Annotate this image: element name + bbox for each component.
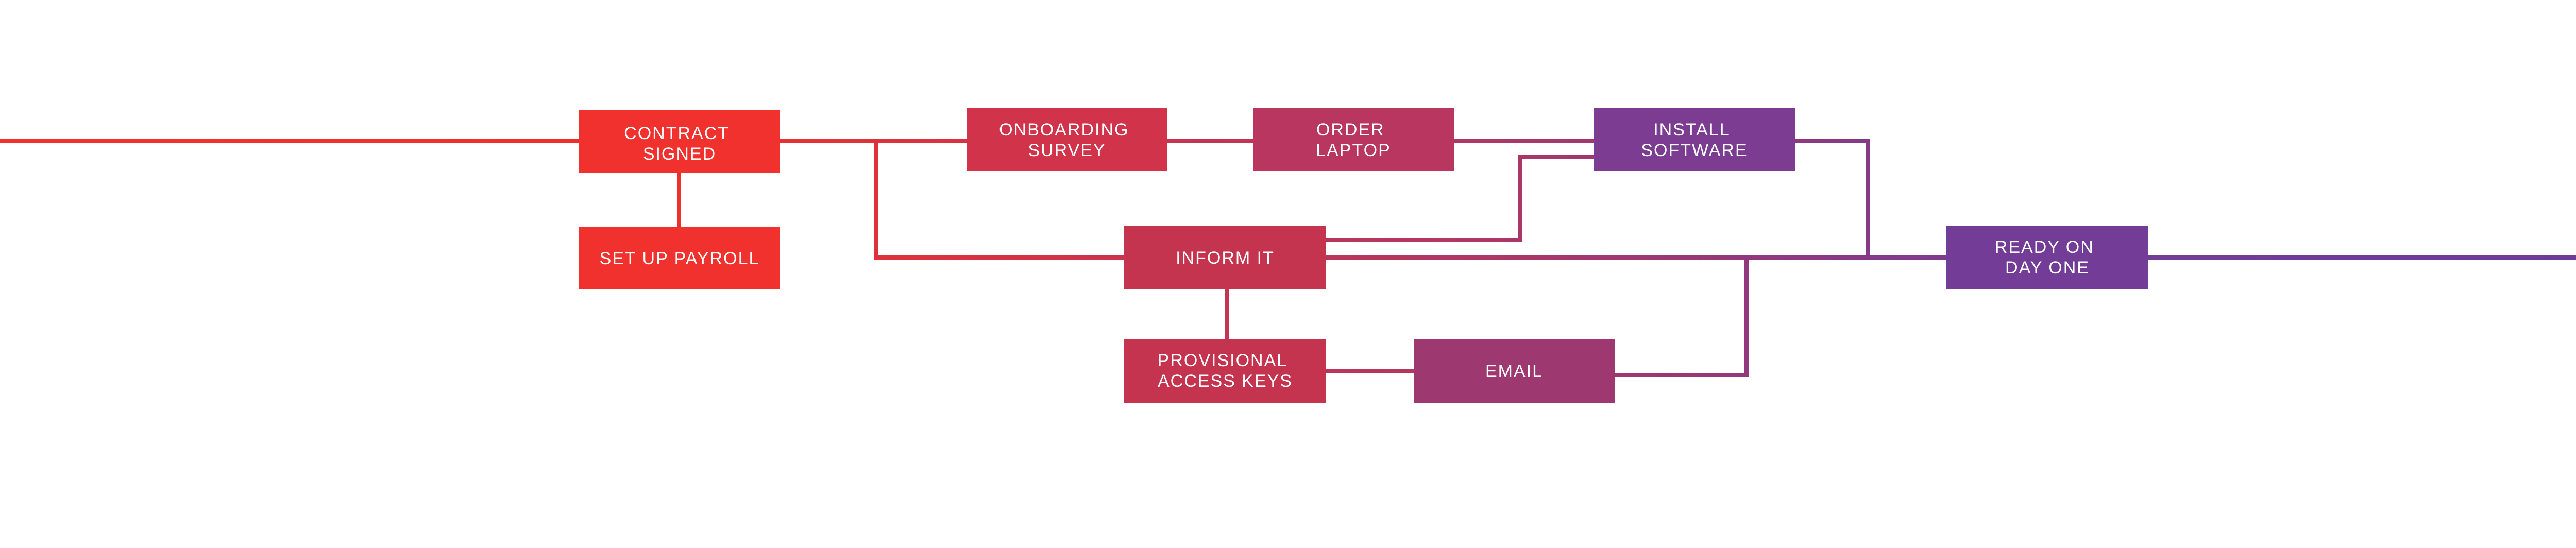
node-box	[1253, 108, 1454, 171]
node-label-line: ORDER	[1316, 120, 1385, 140]
node-label-line: READY ON	[1995, 237, 2094, 257]
node-ready-on-day-one[interactable]: READY ON DAY ONE	[1946, 226, 2148, 289]
node-label-line: INFORM IT	[1176, 248, 1275, 268]
node-label: CONTRACT SIGNED	[624, 124, 735, 164]
node-label-line: EMAIL	[1485, 362, 1543, 381]
node-box	[1594, 108, 1795, 171]
node-contract-signed[interactable]: CONTRACT SIGNED	[579, 110, 780, 173]
node-inform-it[interactable]: INFORM IT	[1124, 226, 1326, 289]
node-label-line: ONBOARDING	[999, 120, 1129, 140]
node-install-software[interactable]: INSTALL SOFTWARE	[1594, 108, 1795, 171]
node-provisional-access-keys[interactable]: PROVISIONAL ACCESS KEYS	[1124, 339, 1326, 403]
node-label: PROVISIONAL ACCESS KEYS	[1158, 351, 1293, 391]
node-label-line: SURVEY	[1028, 141, 1106, 160]
inform-it-to-install-software	[1326, 155, 1594, 242]
node-box	[579, 227, 780, 289]
node-label-line: LAPTOP	[1316, 141, 1391, 160]
node-box	[1414, 339, 1615, 403]
node-label-line: PROVISIONAL	[1158, 351, 1287, 370]
node-box	[1946, 226, 2148, 289]
node-box	[1124, 339, 1326, 403]
node-box	[967, 108, 1167, 171]
nodes: CONTRACT SIGNED SET UP PAYROLL ONBOARDIN…	[579, 108, 2148, 403]
node-onboarding-survey[interactable]: ONBOARDING SURVEY	[967, 108, 1167, 171]
node-order-laptop[interactable]: ORDER LAPTOP	[1253, 108, 1454, 171]
node-label-line: SIGNED	[643, 144, 716, 164]
node-label: ORDER LAPTOP	[1316, 120, 1391, 160]
branch-to-inform-it	[874, 141, 1124, 260]
node-box	[1124, 226, 1326, 289]
node-label-line: INSTALL	[1653, 120, 1730, 140]
node-label-line: DAY ONE	[2005, 258, 2090, 278]
install-software-to-ready	[1795, 139, 1870, 258]
node-label-line: CONTRACT	[624, 124, 729, 143]
connectors	[0, 139, 2576, 377]
node-email[interactable]: EMAIL	[1414, 339, 1615, 403]
node-label: READY ON DAY ONE	[1995, 237, 2100, 278]
node-label-line: SET UP PAYROLL	[600, 249, 760, 268]
node-label: INSTALL SOFTWARE	[1641, 120, 1748, 160]
node-label: EMAIL	[1485, 362, 1543, 381]
node-label: SET UP PAYROLL	[600, 249, 760, 268]
node-set-up-payroll[interactable]: SET UP PAYROLL	[579, 227, 780, 289]
node-box	[579, 110, 780, 173]
node-label: INFORM IT	[1176, 248, 1275, 268]
node-label-line: ACCESS KEYS	[1158, 371, 1293, 391]
node-label-line: SOFTWARE	[1641, 141, 1748, 160]
email-to-main-line	[1615, 258, 1749, 377]
node-label: ONBOARDING SURVEY	[999, 120, 1135, 160]
